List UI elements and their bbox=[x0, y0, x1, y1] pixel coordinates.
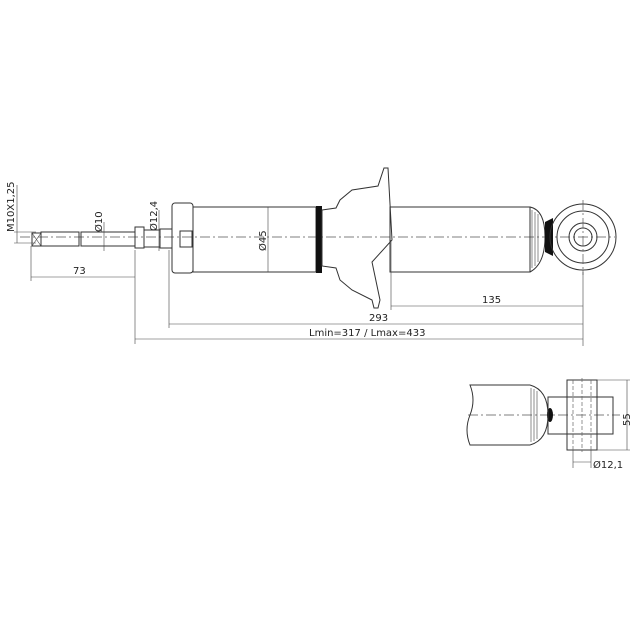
eye-bore-label: Ø12,1 bbox=[593, 459, 623, 471]
stud-length-label: 73 bbox=[73, 266, 86, 277]
thread-label: M10X1,25 bbox=[6, 182, 17, 232]
eye-width-label: 55 bbox=[622, 413, 633, 426]
rubber-ring bbox=[316, 206, 322, 273]
lower-eye bbox=[549, 200, 617, 275]
detail-view: 55 Ø12,1 bbox=[466, 378, 633, 471]
eye-neck bbox=[545, 218, 553, 256]
lower-tube bbox=[389, 206, 531, 273]
spring-seat-bracket bbox=[321, 167, 393, 309]
dimension-lines bbox=[14, 185, 584, 346]
main-view: M10X1,25 Ø10 Ø12,4 Ø45 73 135 293 Lmin=3… bbox=[6, 167, 617, 346]
mount-to-eye-label: 293 bbox=[369, 313, 388, 324]
threaded-stud bbox=[31, 231, 136, 247]
body-diameter-label: Ø45 bbox=[257, 230, 269, 251]
top-mount bbox=[171, 202, 194, 274]
collar-diameter-label: Ø12,4 bbox=[148, 201, 160, 231]
length-range-label: Lmin=317 / Lmax=433 bbox=[309, 328, 425, 339]
rod-diameter-label: Ø10 bbox=[93, 211, 105, 232]
upper-tube bbox=[192, 206, 317, 273]
bracket-to-eye-label: 135 bbox=[482, 295, 501, 306]
